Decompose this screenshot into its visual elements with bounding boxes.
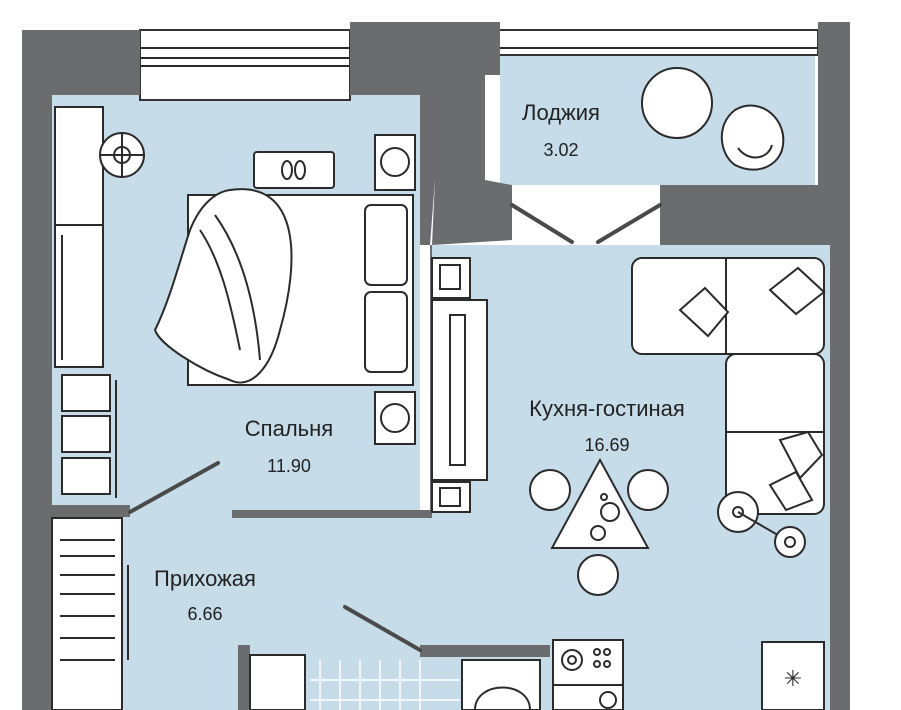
bathroom-door xyxy=(343,605,422,652)
hallway-wardrobe xyxy=(51,517,129,710)
tile-grid xyxy=(310,660,460,710)
room-name-hallway: Прихожая xyxy=(154,566,256,591)
room-name-living: Кухня-гостиная xyxy=(529,396,685,421)
loggia-door-left xyxy=(510,203,574,244)
fridge: ✳ xyxy=(761,641,825,710)
bed-icon xyxy=(153,188,414,386)
room-area-living: 16.69 xyxy=(584,435,629,455)
drawers xyxy=(61,374,117,498)
radiator-icon xyxy=(374,134,416,191)
room-name-loggia: Лоджия xyxy=(522,100,600,125)
room-name-bedroom: Спальня xyxy=(245,416,333,441)
sofa-icon xyxy=(631,257,826,515)
plant-icon xyxy=(99,132,145,178)
label-living: Кухня-гостиная 16.69 xyxy=(529,396,685,455)
bedroom-door xyxy=(128,461,220,514)
floor-lamp-icon xyxy=(717,491,806,558)
window-top xyxy=(139,29,351,101)
window-loggia xyxy=(497,29,819,56)
stove-icon xyxy=(552,639,624,710)
wardrobe-icon xyxy=(54,106,104,368)
loggia-door-right xyxy=(596,203,662,244)
doors xyxy=(128,203,662,652)
room-area-hallway: 6.66 xyxy=(187,604,222,624)
slippers-icon xyxy=(253,151,335,189)
dining-table-icon xyxy=(529,457,669,596)
radiator-icon xyxy=(374,391,416,445)
round-table xyxy=(641,67,713,139)
room-area-bedroom: 11.90 xyxy=(267,456,311,476)
label-loggia: Лоджия 3.02 xyxy=(522,100,600,160)
room-area-loggia: 3.02 xyxy=(543,140,578,160)
bathroom xyxy=(249,654,541,710)
svg-text:✳: ✳ xyxy=(784,667,802,692)
armchair-icon xyxy=(720,104,785,171)
tv-stand xyxy=(431,257,488,513)
hangers xyxy=(60,539,115,661)
label-bedroom: Спальня 11.90 xyxy=(245,416,333,476)
label-hallway: Прихожая 6.66 xyxy=(154,566,256,624)
